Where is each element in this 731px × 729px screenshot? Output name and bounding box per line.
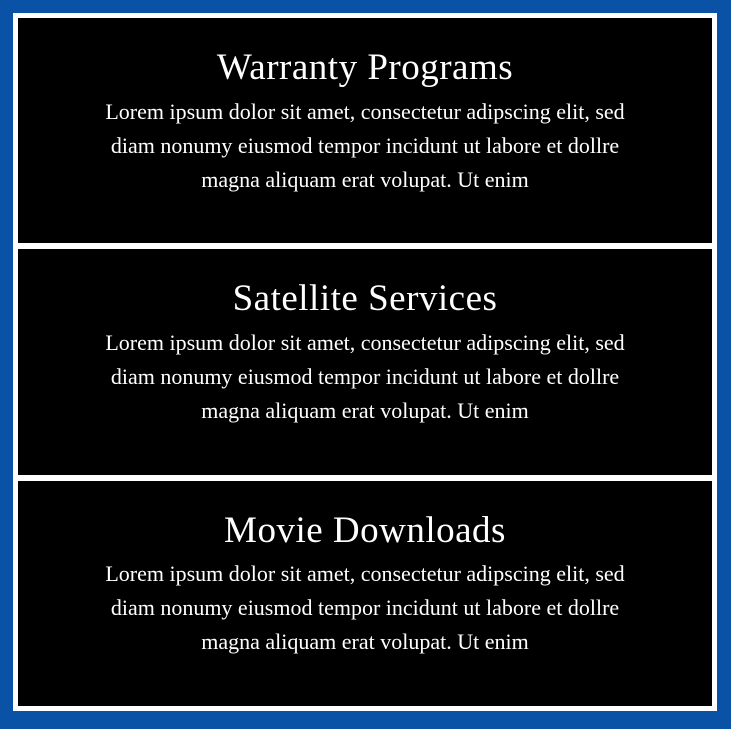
panel-title: Satellite Services [232,278,498,320]
panel-warranty-programs: Warranty Programs Lorem ipsum dolor sit … [18,18,712,244]
panel-title: Warranty Programs [216,47,514,88]
panel-movie-downloads: Movie Downloads Lorem ipsum dolor sit am… [18,480,712,706]
panel-satellite-services: Satellite Services Lorem ipsum dolor sit… [18,249,712,475]
panel-description: Lorem ipsum dolor sit amet, consectetur … [105,98,625,192]
panel-description: Lorem ipsum dolor sit amet, consectetur … [105,561,625,655]
panel-description: Lorem ipsum dolor sit amet, consectetur … [105,330,625,424]
panel-frame: Warranty Programs Lorem ipsum dolor sit … [13,13,717,711]
panel-title: Movie Downloads [224,509,506,551]
panel-list: Warranty Programs Lorem ipsum dolor sit … [18,18,712,706]
